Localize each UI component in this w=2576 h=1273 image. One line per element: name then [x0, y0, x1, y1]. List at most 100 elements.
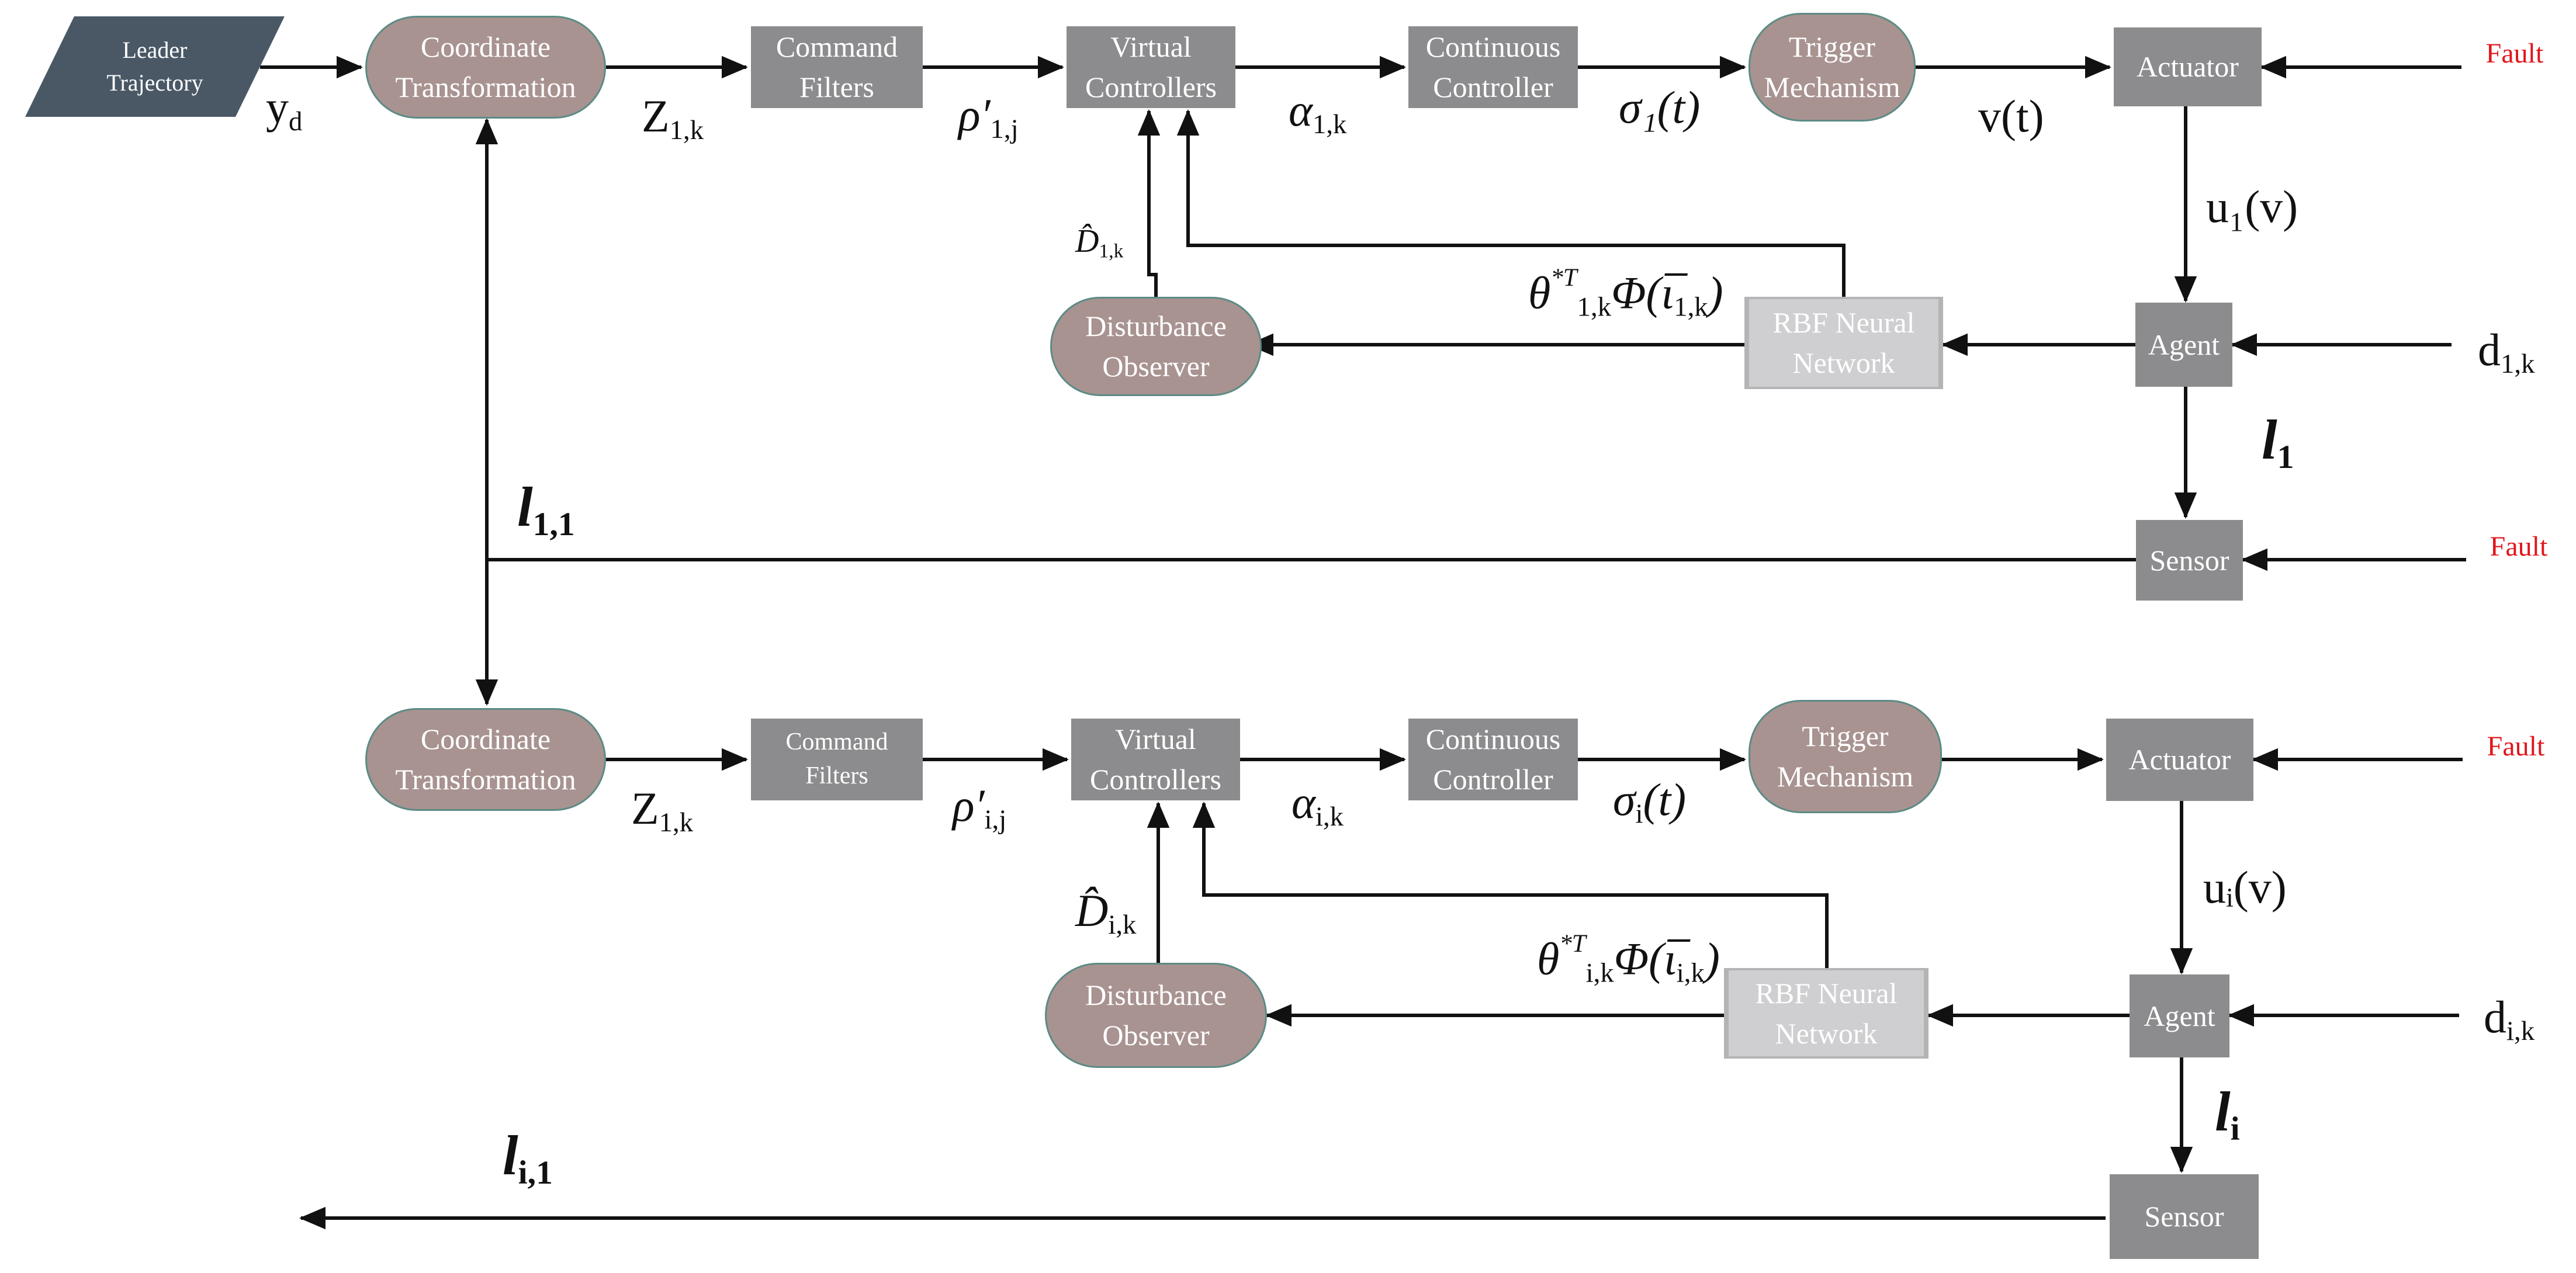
symbol: uᵢ(v)	[2203, 862, 2287, 913]
symbol: (t)	[1643, 774, 1687, 825]
arrow-dob-to-virtual	[1137, 109, 1161, 297]
block-label: Command	[785, 729, 888, 756]
leader-label-line1: Leader	[122, 37, 188, 63]
subscript: 1,k	[659, 807, 694, 838]
arrow-rbf-to-virtual-bottom	[1192, 802, 1829, 968]
symbol: θ	[1537, 933, 1560, 984]
actuator-block-bottom: Actuator	[2106, 719, 2253, 801]
superscript: *T	[1559, 930, 1586, 958]
command-filters-block-top: Command Filters	[751, 26, 923, 108]
block-label: RBF Neural	[1755, 976, 1898, 1010]
fault-label: Fault	[2490, 531, 2548, 562]
block-label: Virtual	[1110, 30, 1192, 63]
symbol: l	[517, 476, 533, 538]
symbol: ρ′	[953, 780, 985, 831]
subscript: 1,k	[2501, 349, 2535, 380]
subscript: i,k	[1676, 958, 1705, 988]
subscript: d	[289, 106, 303, 137]
block-label: Observer	[1102, 1019, 1210, 1052]
block-label: Command	[775, 30, 898, 63]
symbol: α	[1289, 85, 1313, 136]
signal-sigma-top: σ₁(t)	[1619, 85, 1700, 130]
block-label: Filters	[805, 762, 868, 789]
fault-block-bottom: Fault	[2466, 716, 2565, 804]
subscript: 1	[2277, 439, 2294, 476]
subscript: i,k	[2506, 1016, 2535, 1047]
subscript: 1,1	[532, 506, 575, 543]
subscript: i,k	[1108, 910, 1137, 941]
subscript: 1,k	[1312, 109, 1347, 140]
subscript: 1,k	[1577, 292, 1612, 322]
symbol: ρ′	[958, 89, 991, 140]
signal-yd: yd	[266, 85, 302, 136]
signal-theta-bottom: θ*Ti,kΦ(ι̅i,k)	[1537, 930, 1720, 988]
signal-dhat-top: D̂1,k	[1075, 225, 1123, 261]
block-label: Coordinate	[420, 30, 551, 63]
block-label: Trigger	[1788, 30, 1876, 63]
signal-vt: v(t)	[1978, 93, 2044, 139]
symbol: σ₁(t)	[1619, 82, 1701, 133]
block-label: Sensor	[2149, 543, 2229, 577]
symbol: D̂	[1075, 223, 1099, 259]
virtual-controllers-block-bottom: Virtual Controllers	[1071, 719, 1240, 800]
block-label: Transformation	[395, 763, 576, 796]
subscript: i,1	[518, 1154, 553, 1192]
block-label: Agent	[2144, 999, 2215, 1032]
rbf-neural-network-block-top: RBF Neural Network	[1744, 297, 1943, 389]
symbol: Z	[642, 91, 670, 141]
fault-label: Fault	[2487, 731, 2545, 762]
fault-label: Fault	[2485, 38, 2544, 69]
block-label: Coordinate	[420, 723, 551, 755]
block-label: Trigger	[1802, 720, 1889, 752]
block-label: Controllers	[1090, 763, 1221, 796]
symbol: Φ(ι̅	[1611, 267, 1674, 318]
signal-li1: li,1	[503, 1128, 553, 1190]
block-label: Disturbance	[1085, 310, 1227, 342]
subscript: 1,j	[990, 114, 1019, 145]
virtual-controllers-block-top: Virtual Controllers	[1067, 26, 1235, 108]
symbol: Φ(ι̅	[1614, 933, 1677, 984]
subscript: i,j	[984, 804, 1007, 835]
superscript: *T	[1550, 264, 1577, 292]
arrow-rbf-to-virtual	[1176, 109, 1846, 297]
symbol: )	[1704, 933, 1720, 984]
continuous-controller-block-top: Continuous Controller	[1408, 26, 1578, 108]
symbol: d	[2478, 324, 2501, 375]
subscript: i	[2230, 1111, 2240, 1148]
agent-block-top: Agent	[2135, 303, 2232, 387]
continuous-controller-block-bottom: Continuous Controller	[1408, 719, 1578, 800]
agent-block-bottom: Agent	[2130, 974, 2229, 1057]
block-label: Actuator	[2128, 743, 2231, 776]
symbol: θ	[1528, 267, 1551, 318]
symbol: )	[1708, 267, 1723, 318]
symbol: u₁(v)	[2206, 181, 2298, 232]
signal-rho-top: ρ′1,j	[958, 92, 1019, 143]
block-label: Transformation	[395, 71, 576, 103]
signal-d-top: d1,k	[2478, 327, 2535, 378]
block-label: Mechanism	[1764, 71, 1900, 103]
signal-u-bottom: uᵢ(v)	[2203, 865, 2287, 910]
block-label: Mechanism	[1777, 760, 1914, 793]
signal-sigma-bottom: σi(t)	[1613, 777, 1686, 828]
trigger-mechanism-block-bottom: Trigger Mechanism	[1749, 700, 1942, 813]
signal-l11: l1,1	[517, 479, 575, 542]
block-label: Network	[1775, 1017, 1878, 1050]
block-label: Continuous	[1425, 723, 1561, 755]
actuator-block-top: Actuator	[2114, 27, 2262, 106]
sensor-block-top: Sensor	[2136, 520, 2243, 601]
command-filters-block-bottom: Command Filters	[751, 719, 923, 800]
coordinate-transformation-block-bottom: Coordinate Transformation	[365, 708, 606, 811]
signal-alpha-top: α1,k	[1289, 88, 1346, 138]
symbol: l	[2262, 408, 2277, 471]
fault-block-top: Fault	[2465, 23, 2564, 111]
signal-l-top: l1	[2262, 412, 2294, 474]
block-label: Agent	[2148, 328, 2220, 361]
block-label: RBF Neural	[1772, 306, 1915, 339]
subscript: i,k	[1315, 802, 1344, 833]
block-label: Controllers	[1085, 71, 1217, 103]
fault-block-sensor: Fault	[2469, 516, 2568, 604]
block-label: Disturbance	[1085, 979, 1227, 1011]
block-label: Continuous	[1425, 30, 1561, 63]
symbol: σ	[1613, 774, 1636, 825]
